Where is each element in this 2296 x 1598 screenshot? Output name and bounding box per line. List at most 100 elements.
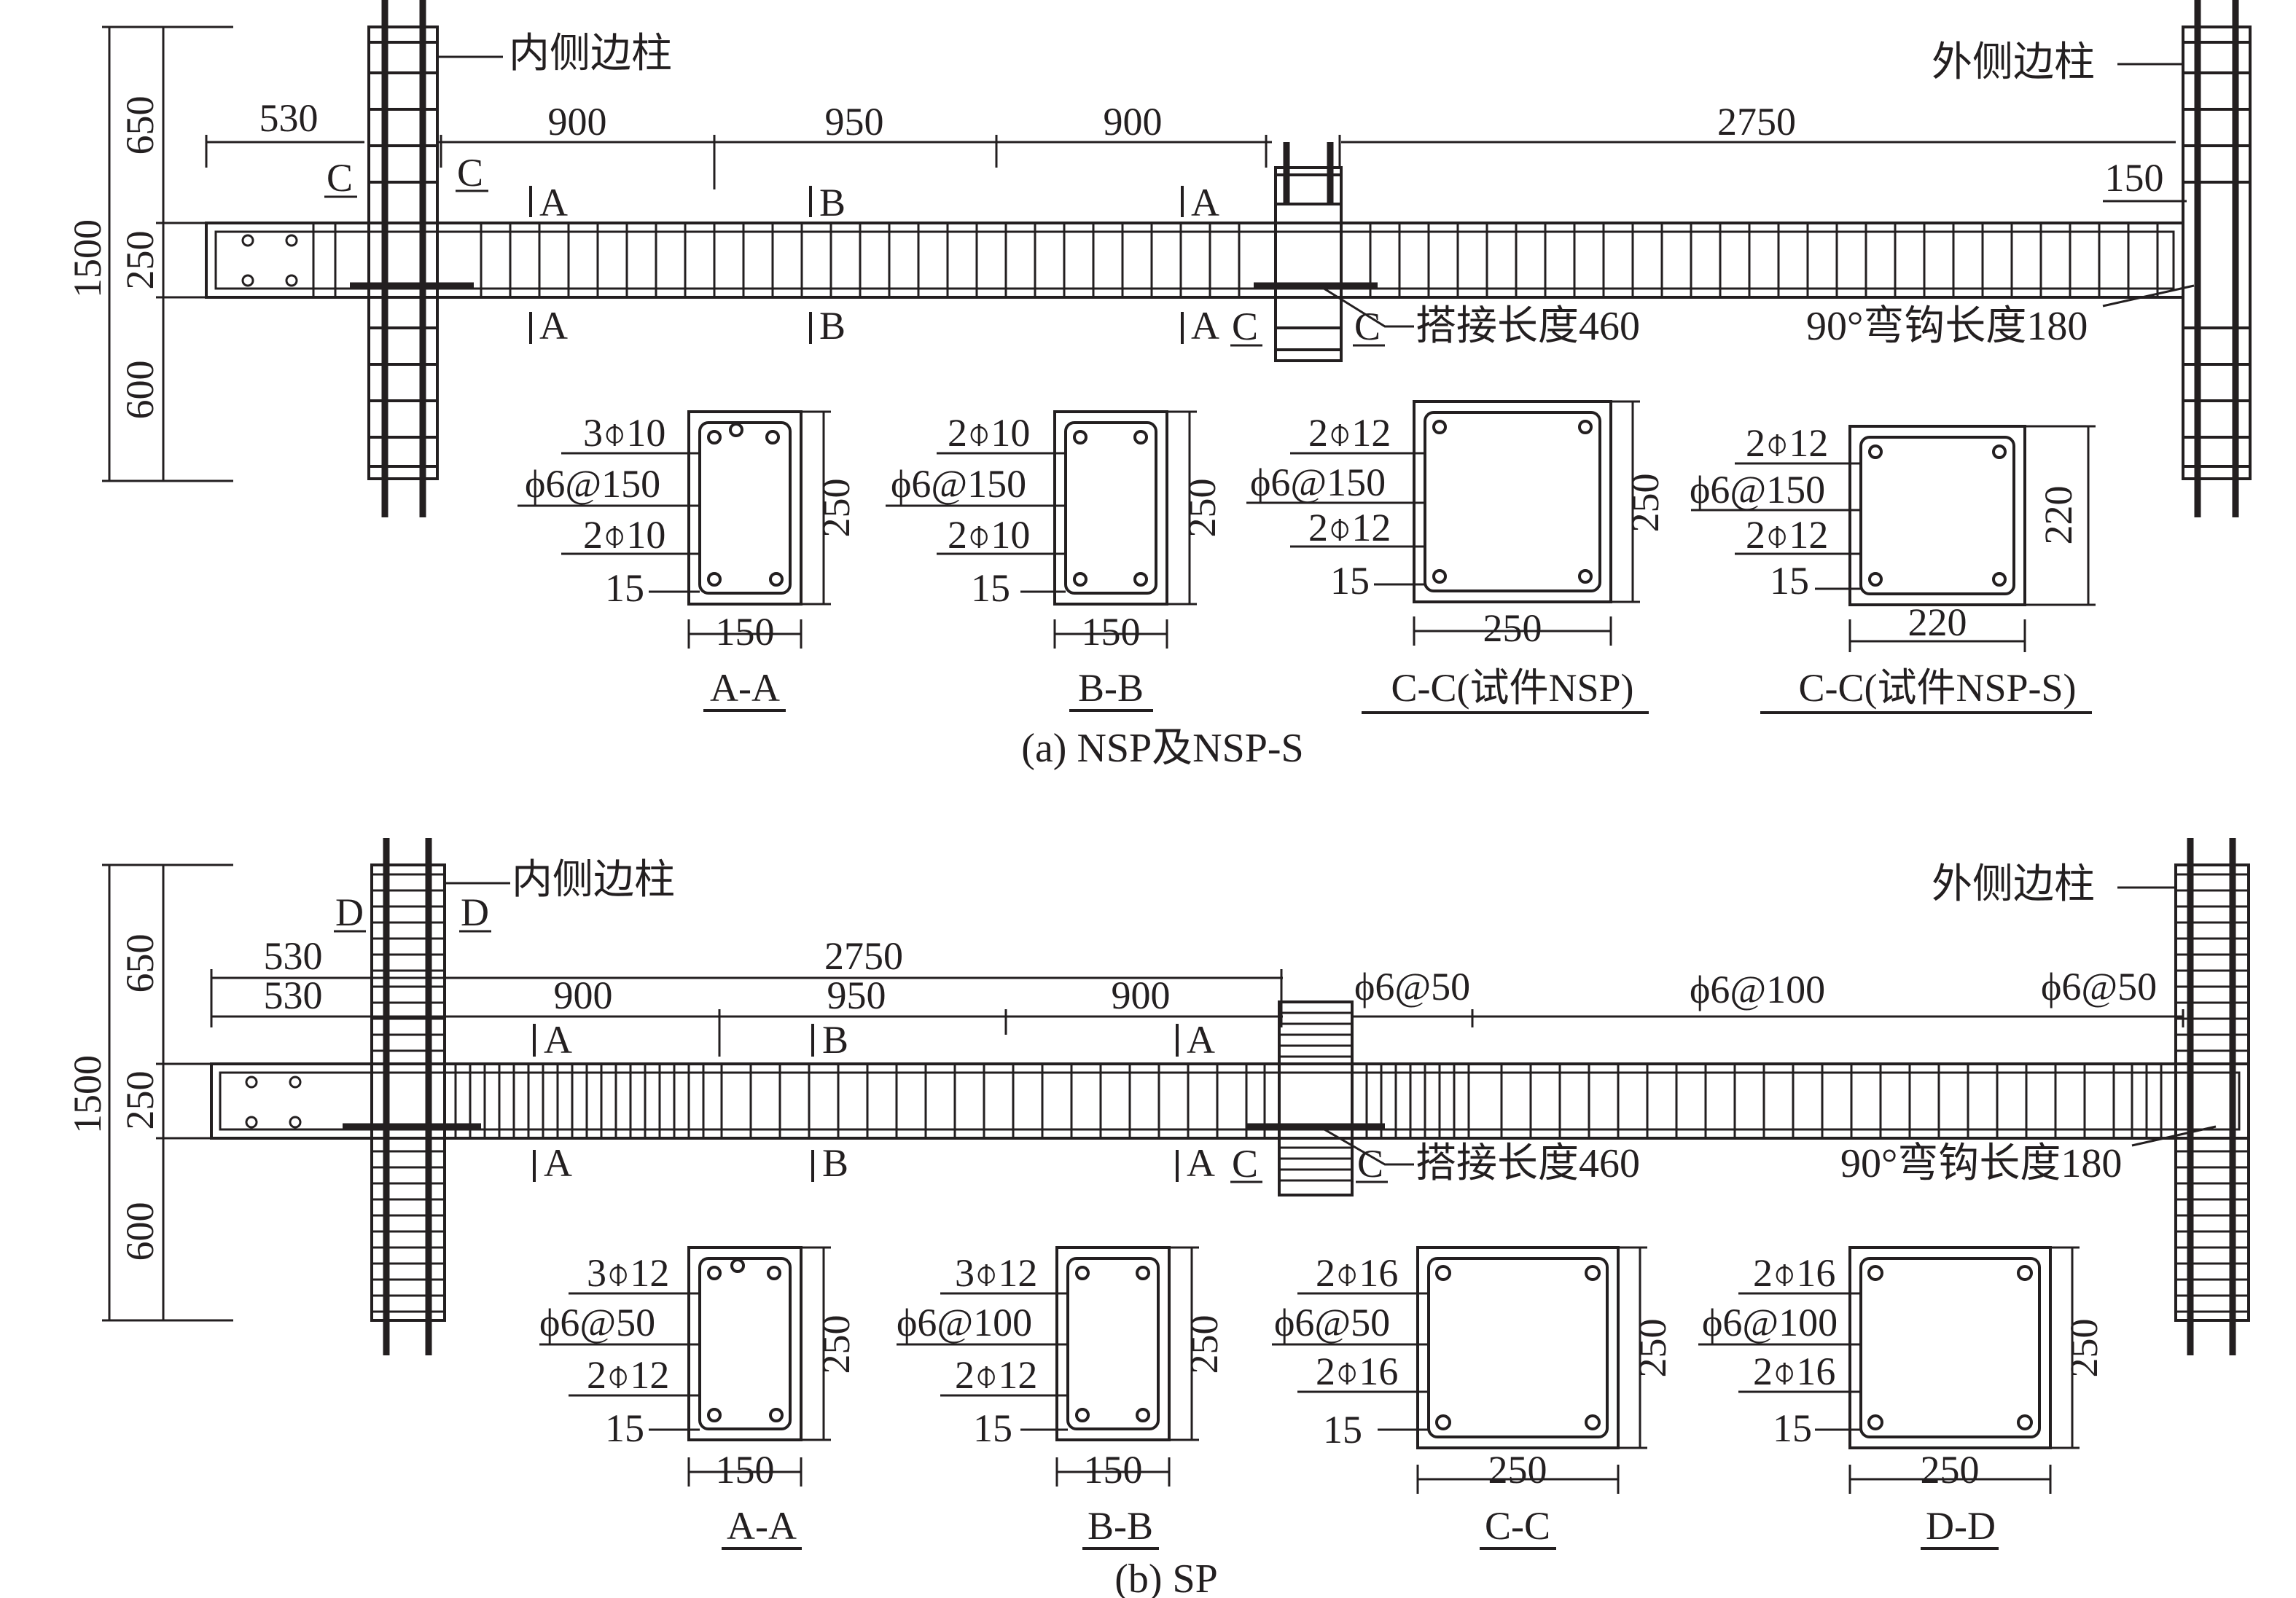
cut-a-1: A <box>539 181 568 224</box>
section-c-c-nsp-s: 2⌽12 ϕ6@150 2⌽12 15 220 220 C-C(试件NSP-S) <box>1690 421 2096 714</box>
b-zone-mid: ϕ6@100 <box>1690 968 1825 1011</box>
dim-950: 950 <box>825 100 884 144</box>
b-inner-column <box>370 863 446 1322</box>
b-cc-height: 250 <box>1631 1319 1674 1378</box>
dim-650: 650 <box>118 96 162 155</box>
b-aa-title: A-A <box>727 1504 797 1548</box>
b-cc-top-bars: 2⌽16 <box>1316 1251 1398 1295</box>
b-aa-stirrups: ϕ6@50 <box>539 1301 655 1344</box>
b-dim-900-2: 900 <box>1112 974 1171 1017</box>
b-cc-title: C-C <box>1485 1504 1550 1548</box>
cut-b-1: B <box>819 181 846 224</box>
cc-nsp-title: C-C(试件NSP) <box>1391 666 1633 710</box>
b-beam-stirrups <box>454 1064 2177 1138</box>
cc-nsps-bottom-bars: 2⌽12 <box>1746 513 1828 557</box>
b-cc-stirrups: ϕ6@50 <box>1274 1301 1390 1344</box>
b-outer-column-ties <box>2176 873 2249 1313</box>
outer-column-ties <box>2183 41 2250 468</box>
dim-530: 530 <box>259 96 319 140</box>
b-cc-width: 250 <box>1488 1448 1547 1492</box>
caption-b: (b) SP <box>1114 1556 1218 1598</box>
cc-nsp-height: 250 <box>1623 474 1667 533</box>
cut-c-1: C <box>327 156 353 200</box>
cc-nsps-height: 220 <box>2037 486 2080 545</box>
cc-nsps-cover: 15 <box>1770 559 1809 603</box>
bb-cover: 15 <box>971 566 1010 610</box>
bb-top-bars: 2⌽10 <box>948 411 1030 455</box>
b-zone-left: ϕ6@50 <box>1354 965 1470 1008</box>
b-dim-1500: 1500 <box>66 1055 109 1134</box>
b-dd-height: 250 <box>2062 1319 2106 1378</box>
b-cut-c-1: C <box>1232 1142 1258 1186</box>
section-c-c-nsp: 2⌽12 ϕ6@150 2⌽12 15 250 250 C-C(试件NSP) <box>1246 400 1667 714</box>
b-cut-b-2: B <box>822 1141 848 1185</box>
dim-250: 250 <box>118 231 162 290</box>
b-inner-column-ties <box>372 873 445 1313</box>
b-section-d-d: 2⌽16 ϕ6@100 2⌽16 15 250 250 D-D <box>1698 1246 2106 1550</box>
cc-nsps-stirrups: ϕ6@150 <box>1690 468 1825 512</box>
b-aa-height: 250 <box>814 1315 858 1374</box>
aa-cover: 15 <box>605 566 644 610</box>
cc-nsps-title: C-C(试件NSP-S) <box>1798 666 2076 710</box>
b-dd-top-bars: 2⌽16 <box>1753 1251 1835 1295</box>
bb-width: 150 <box>1082 610 1141 654</box>
cut-a-4: A <box>1191 304 1219 348</box>
b-dd-stirrups: ϕ6@100 <box>1702 1301 1838 1344</box>
b-cc-bottom-bars: 2⌽16 <box>1316 1350 1398 1393</box>
cc-nsp-cover: 15 <box>1330 559 1370 603</box>
cut-a-3: A <box>1191 181 1219 224</box>
b-cut-d-2: D <box>461 890 489 934</box>
b-connector-ties <box>1279 1011 1352 1182</box>
outer-column-label: 外侧边柱 <box>1932 40 2095 85</box>
dim-900-2: 900 <box>1104 100 1163 144</box>
outer-column <box>2182 26 2252 480</box>
bb-height: 250 <box>1180 479 1224 538</box>
cut-c-3: C <box>1232 305 1258 348</box>
b-section-c-c: 2⌽16 ϕ6@50 2⌽16 15 250 250 C-C <box>1272 1246 1674 1550</box>
b-dim-2750: 2750 <box>824 934 903 978</box>
b-dim-600: 600 <box>118 1202 162 1261</box>
b-outer-column <box>2174 863 2250 1322</box>
b-bb-height: 250 <box>1182 1315 1226 1374</box>
dim-900-1: 900 <box>548 100 607 144</box>
b-aa-top-bars: 3⌽12 <box>587 1251 669 1295</box>
b-beam <box>210 1062 2250 1140</box>
b-middle-connector <box>1278 1000 1354 1196</box>
b-cut-a-2: A <box>544 1141 572 1185</box>
aa-title: A-A <box>710 666 780 710</box>
b-dd-bottom-bars: 2⌽16 <box>1753 1350 1835 1393</box>
aa-stirrups: ϕ6@150 <box>525 462 660 506</box>
b-aa-cover: 15 <box>605 1406 644 1450</box>
panel-a-elevation: 1500 650 250 600 530 900 950 900 2750 15… <box>66 0 2252 517</box>
beam <box>205 222 2184 299</box>
b-dim-250: 250 <box>118 1071 162 1130</box>
b-dd-width: 250 <box>1921 1448 1980 1492</box>
aa-height: 250 <box>814 479 858 538</box>
aa-bottom-bars: 2⌽10 <box>583 513 665 557</box>
cut-c-2: C <box>457 151 483 195</box>
cc-nsps-width: 220 <box>1908 600 1967 644</box>
b-dd-title: D-D <box>1926 1504 1996 1548</box>
aa-top-bars: 3⌽10 <box>583 411 665 455</box>
dim-150: 150 <box>2105 156 2164 200</box>
cut-a-2: A <box>539 304 568 348</box>
aa-width: 150 <box>716 610 775 654</box>
beam-stirrups-a <box>312 223 2159 297</box>
lap-length-label: 搭接长度460 <box>1416 304 1640 349</box>
inner-column-ties <box>369 41 437 468</box>
hook-length-label: 90°弯钩长度180 <box>1806 304 2088 349</box>
b-section-a-a: 3⌽12 ϕ6@50 2⌽12 15 250 150 A-A <box>539 1246 858 1550</box>
panel-b-sections: 3⌽12 ϕ6@50 2⌽12 15 250 150 A-A 3⌽12 ϕ <box>539 1246 2106 1598</box>
b-cut-a-1: A <box>544 1018 572 1062</box>
section-b-b: 2⌽10 ϕ6@150 2⌽10 15 250 150 B-B <box>886 410 1224 712</box>
b-cut-c-2: C <box>1357 1142 1383 1186</box>
b-dim-530-top: 530 <box>264 934 323 978</box>
b-bb-cover: 15 <box>973 1406 1012 1450</box>
b-cut-d-1: D <box>335 890 364 934</box>
b-dim-530: 530 <box>264 974 323 1017</box>
cc-nsp-bottom-bars: 2⌽12 <box>1308 506 1391 549</box>
b-cut-a-3: A <box>1187 1018 1215 1062</box>
b-cut-b-1: B <box>822 1018 848 1062</box>
section-a-a: 3⌽10 ϕ6@150 2⌽10 15 250 150 A-A <box>518 410 858 712</box>
